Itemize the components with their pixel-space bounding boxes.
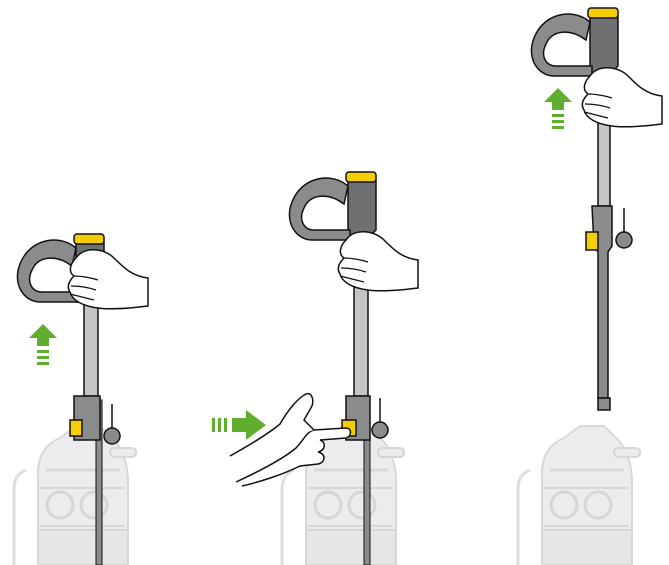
step-3-panel — [516, 7, 663, 565]
hand-icon — [67, 248, 149, 310]
release-button-icon — [69, 419, 83, 437]
hand-icon — [337, 230, 419, 292]
release-button-icon — [585, 231, 599, 251]
step-1-panel — [12, 233, 149, 565]
handle-icon — [288, 171, 377, 241]
wand-tube — [83, 299, 99, 397]
hand-icon — [581, 66, 663, 128]
vacuum-body-icon — [516, 424, 642, 565]
arrow-up-icon — [29, 324, 57, 365]
handle-icon — [530, 7, 619, 77]
arrow-right-icon — [212, 410, 266, 440]
pointing-hand-icon — [229, 392, 352, 487]
arrow-up-icon — [544, 88, 572, 129]
step-2-panel — [212, 171, 419, 565]
vacuum-body-icon — [12, 424, 138, 565]
